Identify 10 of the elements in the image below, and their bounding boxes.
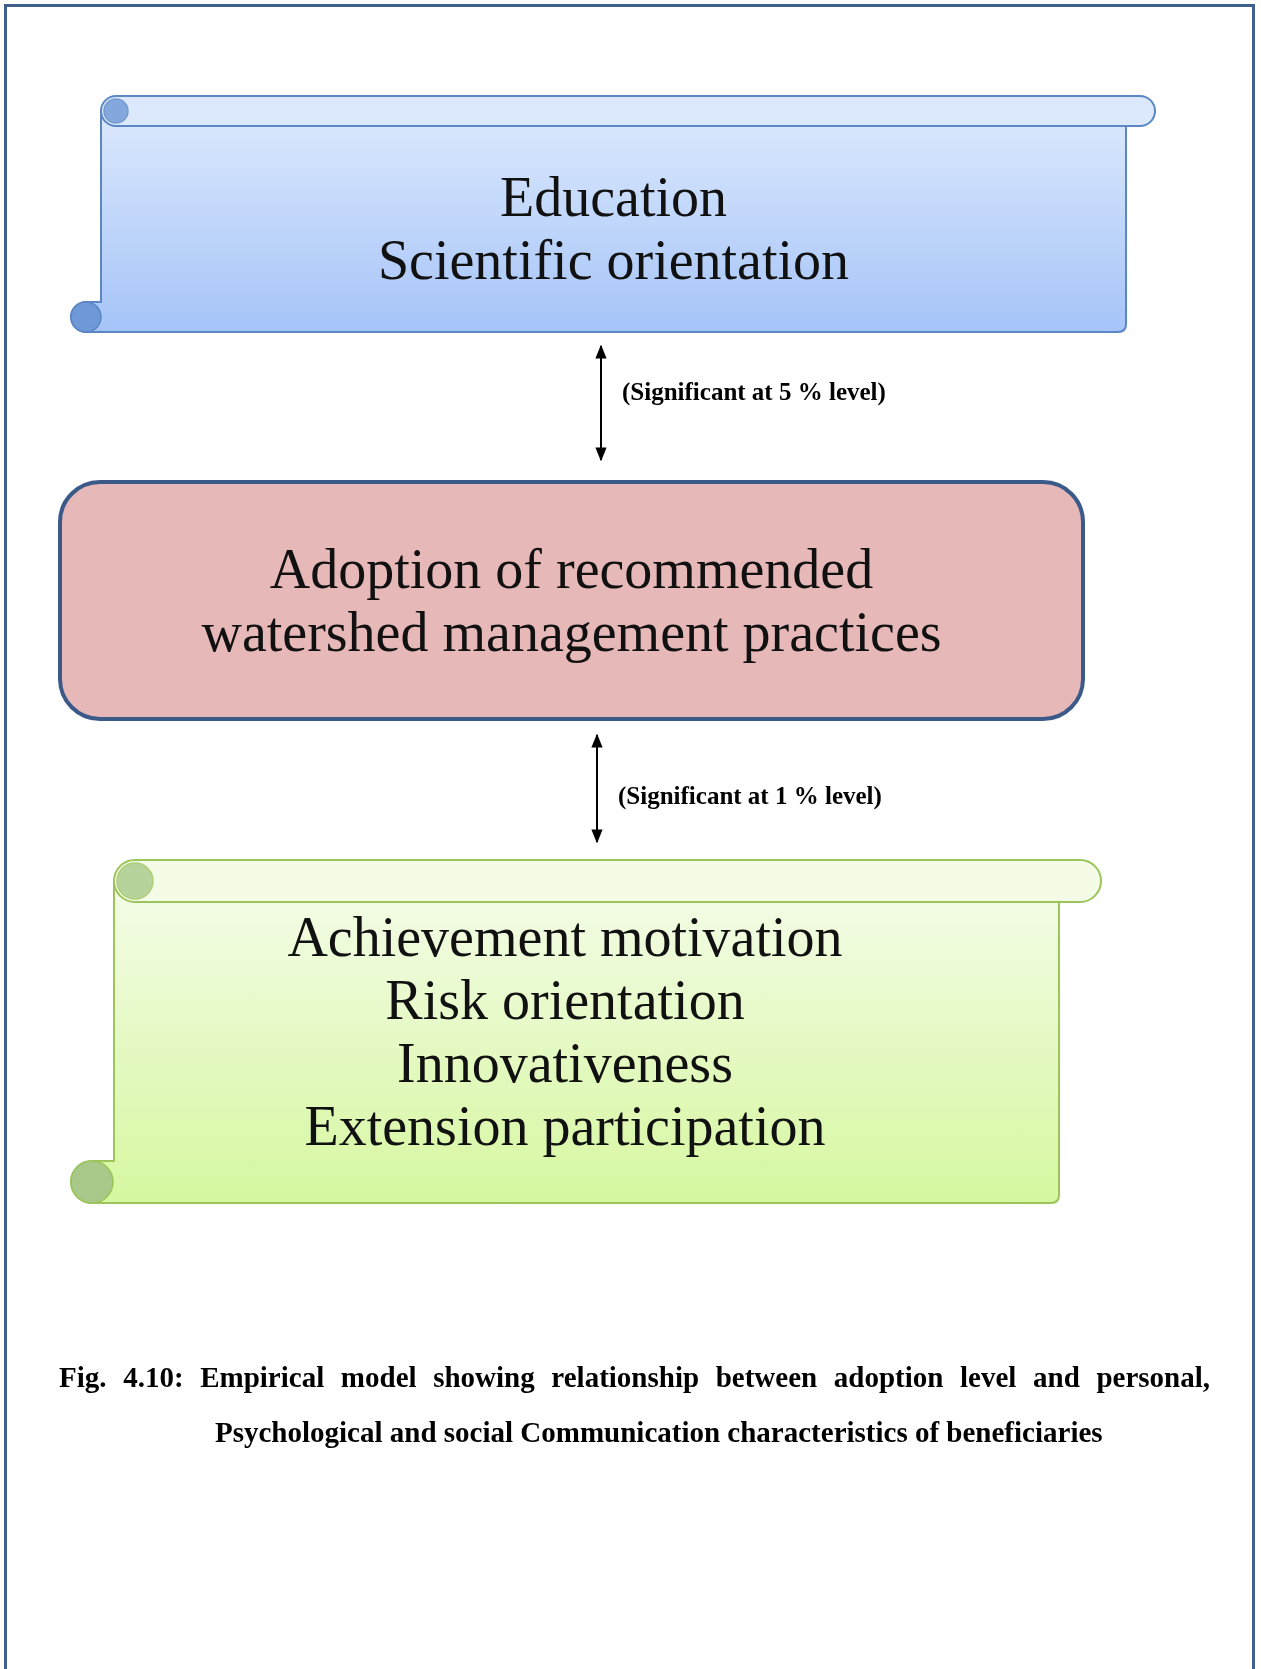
- node-text: Extension participation: [304, 1094, 826, 1158]
- node-text: Scientific orientation: [377, 229, 850, 292]
- node-text: Innovativeness: [397, 1031, 733, 1095]
- double-arrow: [591, 733, 603, 844]
- node-text: Risk orientation: [385, 968, 745, 1032]
- node-text: Adoption of recommended watershed management practices: [200, 537, 943, 664]
- double-arrow: [595, 344, 607, 462]
- figure-caption: Fig. 4.10: Empirical model showing relationship between adoption level and personal, Psychological and social Communication characteristics of beneficiaries: [59, 1360, 1210, 1450]
- node-text: Achievement motivation: [287, 905, 843, 969]
- node-text: Education: [499, 166, 727, 229]
